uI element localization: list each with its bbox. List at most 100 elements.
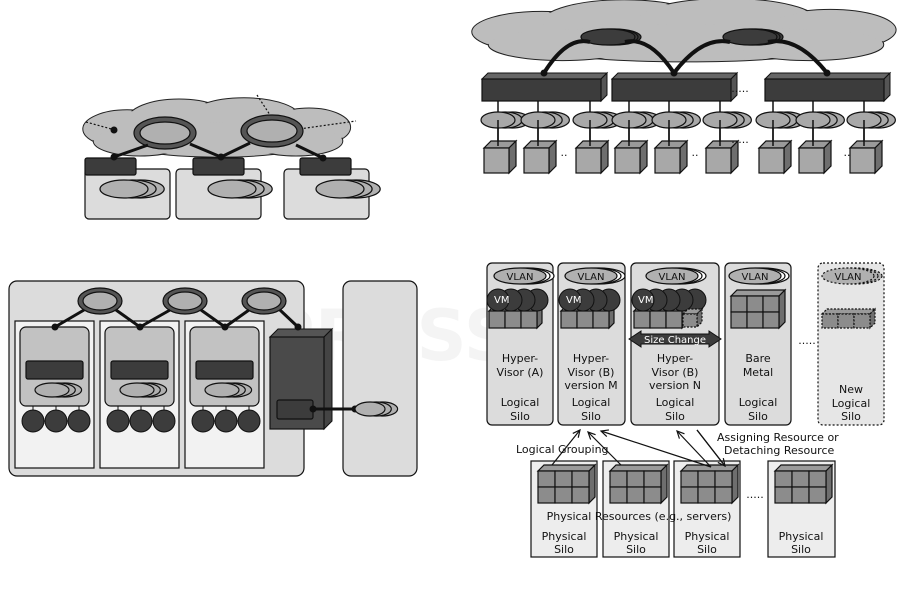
ring-inner (246, 291, 282, 311)
vlan-stack-ellipse (354, 401, 386, 417)
vlan-ellipse-new (821, 267, 875, 285)
bare-metal-server-cell (746, 295, 764, 313)
physical-server-top (773, 464, 834, 472)
vlan-label: VLAN (578, 272, 605, 283)
silo-type-line: version N (649, 379, 701, 392)
link-line (295, 143, 324, 160)
silo-type-line: Silo (841, 410, 861, 423)
server-cube (614, 147, 641, 174)
vlan-label: VLAN (835, 272, 862, 283)
disk (67, 409, 91, 433)
link-line (220, 141, 251, 159)
switch (195, 360, 254, 380)
disk (21, 409, 45, 433)
disk (106, 409, 130, 433)
labels: VLAN VLAN VLAN VLAN VLAN VM VM VM Size C… (494, 82, 870, 556)
grouping-arrow (696, 429, 726, 467)
disk (129, 409, 153, 433)
server-cube (575, 147, 602, 174)
ellipsis: ..... (746, 488, 763, 501)
connection-dot (110, 126, 118, 134)
switch-bar (611, 78, 732, 102)
connection-dot (540, 69, 548, 77)
physical-server-cell (808, 470, 827, 488)
dotted-link (85, 121, 116, 131)
vm-label: VM (566, 295, 581, 306)
physical-silo-label: Silo (791, 543, 811, 556)
arrowhead (676, 429, 685, 439)
disk (214, 409, 238, 433)
physical-silo-label: Physical (779, 530, 824, 543)
dotted-link (256, 94, 273, 119)
physical-silo-label: Silo (626, 543, 646, 556)
physical-server-cell (571, 486, 590, 504)
vm-circle (558, 288, 582, 312)
tower-top (268, 328, 334, 338)
physical-server-cell (609, 486, 628, 504)
disk (44, 409, 68, 433)
link-line (54, 308, 85, 329)
ring-inner (82, 291, 118, 311)
physical-server-side (660, 463, 668, 505)
connection-dot (319, 154, 327, 162)
cloud (471, 0, 897, 63)
server-cube (705, 147, 732, 174)
silo-type-line: Logical (832, 397, 871, 410)
silo-type-line: Hyper- (657, 352, 693, 365)
router (580, 28, 636, 46)
physical-server-cell (626, 470, 645, 488)
physical-server-cell (537, 486, 556, 504)
silo-type-line: Bare (745, 352, 771, 365)
silo-label: Silo (581, 410, 601, 423)
vlan-label: VLAN (742, 272, 769, 283)
switch (110, 360, 169, 380)
connection-dot (51, 323, 59, 331)
new-server-cell (837, 313, 855, 329)
new-logical-silo (817, 262, 885, 426)
new-server-top (820, 308, 877, 315)
silo-type-line: Visor (B) (568, 366, 615, 379)
silo-type-line: Visor (A) (497, 366, 544, 379)
vlan-stack-ellipse (315, 179, 365, 199)
physical-server-side (825, 463, 833, 505)
ring-inner (246, 119, 298, 143)
disk (191, 409, 215, 433)
bare-metal-server-cell (730, 295, 748, 313)
host-server-cell (488, 310, 506, 329)
bare-metal-server-cell (762, 295, 780, 313)
vlan-ellipse (564, 267, 618, 285)
vlan-ellipse (493, 267, 547, 285)
server-cube (654, 147, 681, 174)
cloud (82, 97, 352, 158)
bare-metal-server-side (778, 288, 786, 330)
switch (299, 157, 352, 176)
server-cube (849, 147, 876, 174)
grouping-arrow (600, 430, 712, 468)
external-enclosure (342, 280, 418, 477)
physical-server-cell (791, 486, 810, 504)
silo-label: Silo (510, 410, 530, 423)
ellipsis: ..... (731, 133, 748, 146)
link-line (224, 308, 250, 329)
silo-label: Logical (501, 396, 540, 409)
link-line (139, 308, 171, 329)
vlan-ellipse (728, 267, 782, 285)
disk (237, 409, 261, 433)
host-server-added-cell (682, 313, 698, 328)
bare-metal-server-cell (746, 311, 764, 329)
physical-silo-label: Physical (542, 530, 587, 543)
switch-bar (481, 78, 602, 102)
host-server-cell (520, 310, 538, 329)
vlan-stack-ellipse (99, 179, 149, 199)
connection-dot (217, 153, 225, 161)
physical-server-cell (609, 470, 628, 488)
disk (152, 409, 176, 433)
physical-server-cell (808, 486, 827, 504)
bare-metal-server-cell (762, 311, 780, 329)
physical-silo-label: Silo (697, 543, 717, 556)
physical-silo-label: Physical (614, 530, 659, 543)
physical-server-cell (774, 470, 793, 488)
grouping-arrow (676, 430, 712, 468)
